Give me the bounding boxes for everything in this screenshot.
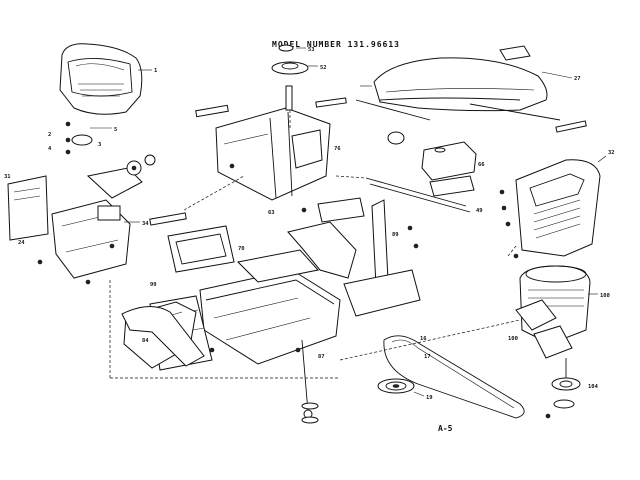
callout-seat: 1	[154, 68, 158, 74]
grille-part: 32	[515, 150, 615, 257]
callout-seat-washer: 4	[48, 146, 52, 152]
callout-fender: 84	[142, 338, 149, 344]
drive-belt-part: 16 17	[383, 335, 525, 419]
callout-gas-tank: 66	[478, 162, 485, 168]
callout-clutch-rod: 63	[268, 210, 275, 216]
fender-part: 84	[121, 221, 357, 367]
callout-dash-panel: 76	[334, 146, 341, 152]
callout-tow-bar: 49	[476, 208, 483, 214]
callout-seat-plate: 3	[98, 142, 101, 148]
callout-engine-mount: 100	[508, 336, 518, 342]
battery-tray-part: 70	[167, 225, 245, 273]
clutch-rod-part: 87 63	[268, 210, 325, 424]
model-number-label: MODEL NUMBER 131.96613	[272, 40, 400, 49]
engine-part: 108	[515, 265, 610, 345]
axle-support-bracket: 34 24	[18, 199, 149, 279]
callout-axle-support: 34	[142, 221, 149, 227]
callout-steer-wheel: 53	[308, 47, 315, 53]
callout-shaft: 87	[318, 354, 325, 360]
callout-engine: 108	[600, 293, 610, 299]
hood-part: 27	[355, 45, 581, 121]
sheet-number-label: A-5	[438, 424, 453, 433]
callout-rear-plate: 31	[4, 174, 11, 180]
callout-column: 52	[320, 65, 327, 71]
pulley-part: 19	[377, 378, 433, 401]
callout-bracket: 24	[18, 240, 25, 246]
callout-running-board: 99	[150, 282, 157, 288]
seat-part: 1	[59, 43, 158, 115]
pedal-part: 89	[343, 199, 421, 317]
gas-tank-part: 66	[387, 131, 485, 181]
small-hardware	[37, 97, 587, 419]
callout-pulley: 19	[426, 395, 433, 401]
callout-seat-bolt: 2	[48, 132, 51, 138]
dash-panel-part: 76	[215, 107, 341, 201]
callout-seat-screw: 5	[114, 127, 117, 133]
seat-spring-bracket	[86, 154, 156, 199]
callout-hood: 27	[574, 76, 581, 82]
callout-grille: 32	[608, 150, 615, 156]
engine-mount-part: 104 100	[508, 325, 599, 409]
seat-hardware: 5 2 4 3	[48, 121, 117, 155]
callout-drive-belt: 16	[420, 336, 427, 342]
callout-battery-tray: 70	[238, 246, 245, 252]
tow-bar-part: 49	[365, 177, 483, 214]
callout-lower-pulley: 104	[588, 384, 599, 390]
assembly-guide-lines	[109, 110, 521, 379]
callout-belt-guide: 17	[424, 354, 431, 360]
callout-pedal: 89	[392, 232, 399, 238]
steering-assembly: 53 52	[271, 44, 327, 111]
rear-plate-part: 31	[4, 174, 49, 241]
